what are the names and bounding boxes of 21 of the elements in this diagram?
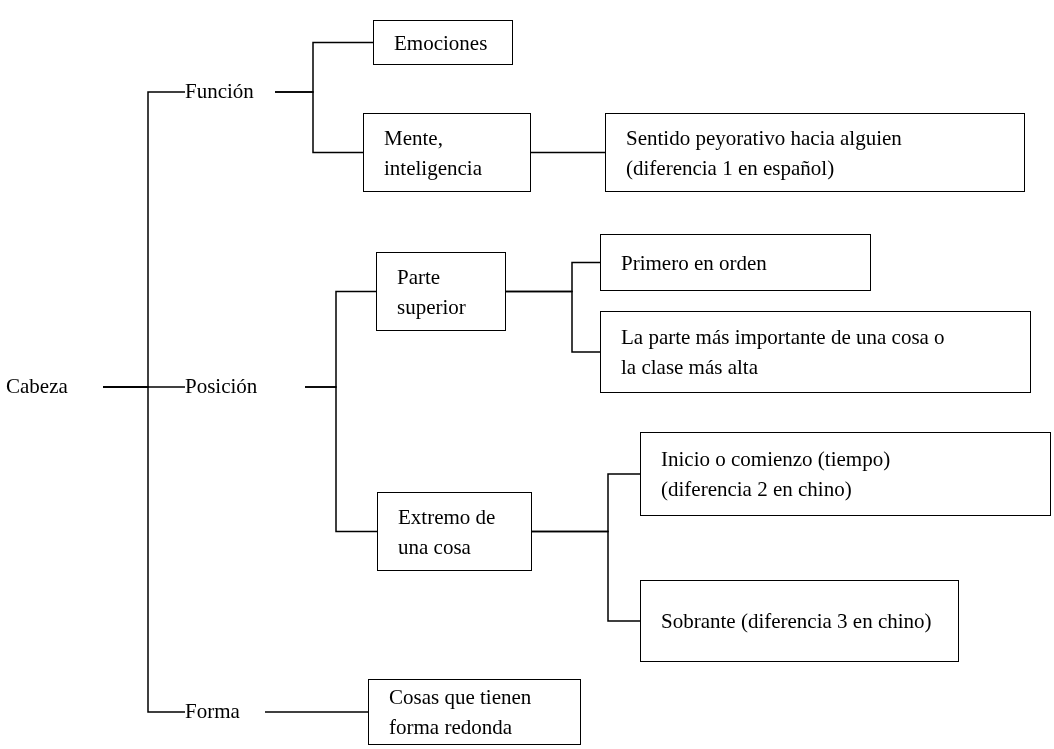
- connector-line: [505, 290, 601, 353]
- text-box: Primero en orden: [600, 234, 871, 291]
- text-box: Extremo de una cosa: [377, 492, 532, 571]
- text-box: Cosas que tienen forma redonda: [368, 679, 581, 745]
- connector-line: [304, 386, 378, 533]
- text-box: Mente, inteligencia: [363, 113, 531, 192]
- text-box: Emociones: [373, 20, 513, 65]
- text-box: Inicio o comienzo (tiempo) (diferencia 2 en chino): [640, 432, 1051, 516]
- text-box: Parte superior: [376, 252, 506, 331]
- text-box: La parte más importante de una cosa o la clase más alta: [600, 311, 1031, 393]
- branch-label: Función: [185, 72, 275, 112]
- connector-line: [531, 530, 641, 622]
- branch-label: Forma: [185, 692, 265, 732]
- connector-line: [274, 91, 364, 154]
- text-box: Sobrante (diferencia 3 en chino): [640, 580, 959, 662]
- connector-line: [102, 386, 186, 713]
- connector-line: [530, 151, 606, 154]
- branch-label: Posición: [185, 367, 305, 407]
- text-box: Sentido peyorativo hacia alguien (diferencia 1 en español): [605, 113, 1025, 192]
- branch-label: Cabeza: [6, 367, 103, 407]
- connector-line: [264, 711, 369, 713]
